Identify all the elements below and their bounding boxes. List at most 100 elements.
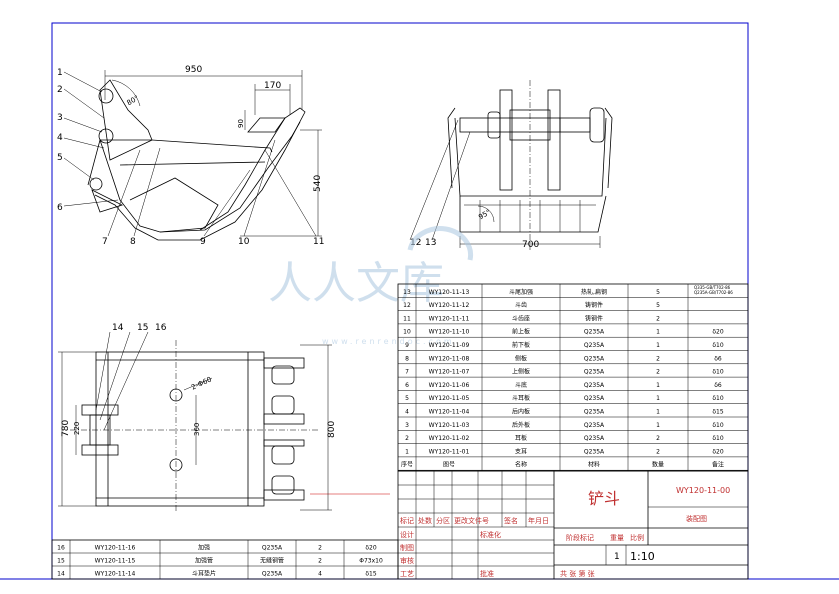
table-cell: 8	[405, 355, 409, 362]
sign-check: 审核	[400, 556, 414, 565]
callout-14: 14	[112, 323, 124, 333]
table-cell: Q235A	[584, 409, 605, 416]
table-cell: WY120-11-03	[429, 422, 470, 429]
table-cell: 11	[403, 315, 411, 322]
table-cell: 2	[656, 315, 660, 322]
dim-2-phi60: 2-Φ60	[190, 375, 213, 391]
table-cell: WY120-11-12	[429, 302, 470, 309]
dim-90: 90	[237, 119, 245, 128]
rev-zone: 分区	[436, 516, 450, 525]
drawing-title: 铲斗	[588, 489, 620, 508]
watermark-text: 人人文库	[268, 258, 444, 309]
callout-16: 16	[155, 323, 167, 333]
table-cell: δ20	[712, 329, 723, 336]
table-cell: Q235A	[584, 382, 605, 389]
table-cell: 后内板	[512, 408, 530, 416]
callout-12: 12	[410, 238, 421, 248]
callout-15: 15	[137, 323, 148, 333]
table-header: 序号图号名称材料数量备注	[401, 461, 724, 469]
table-cell: δ20	[712, 448, 723, 455]
table-cell: 上侧板	[512, 368, 530, 376]
table-cell: 耳板	[515, 434, 527, 442]
table-cell: δ10	[712, 422, 723, 429]
scale-label: 比例	[630, 533, 644, 542]
table-cell: δ6	[714, 355, 722, 362]
callout-7: 7	[102, 237, 108, 247]
dim-360: 360	[193, 423, 201, 436]
sign-standard: 标准化	[480, 530, 501, 539]
sheet-count: 共 张 第 张	[560, 569, 595, 578]
table-cell: 2	[656, 435, 660, 442]
table-cell: 1	[656, 422, 660, 429]
table-cell: Q235A	[584, 369, 605, 376]
dim-950: 950	[185, 65, 202, 75]
table-cell: 16	[57, 545, 65, 552]
rev-count: 处数	[418, 516, 432, 525]
table-cell: 1	[656, 329, 660, 336]
table-cell: WY120-11-09	[429, 342, 470, 349]
table-cell: δ10	[712, 435, 723, 442]
table-cell: Q235A	[584, 448, 605, 455]
table-cell: 加强	[198, 544, 210, 552]
table-cell: 名称	[515, 461, 527, 469]
table-cell: δ10	[712, 342, 723, 349]
table-cell: 斗尾加强	[509, 288, 533, 296]
dim-700: 700	[522, 240, 539, 250]
table-cell: 侧板	[515, 354, 527, 362]
weight-label: 重量	[610, 534, 624, 542]
callout-11: 11	[313, 237, 324, 247]
table-cell: 热轧,扁钢	[581, 288, 607, 296]
table-cell: Q235A	[262, 571, 283, 578]
table-cell: 13	[403, 289, 411, 296]
table-cell: 14	[57, 571, 65, 578]
drawing-type: 装配图	[686, 514, 707, 523]
dim-angle-95: 95°	[477, 208, 492, 221]
callout-3: 3	[57, 113, 63, 123]
table-cell: 5	[405, 395, 409, 402]
table-cell: WY120-11-15	[95, 558, 136, 565]
table-cell: WY120-11-10	[429, 329, 470, 336]
table-cell: δ15	[712, 409, 723, 416]
table-cell: 斗耳板	[512, 394, 530, 402]
sign-design: 设计	[400, 530, 414, 539]
dim-170: 170	[264, 81, 281, 91]
table-cell: 7	[405, 369, 409, 376]
table-cell: 2	[656, 355, 660, 362]
sign-approve: 批准	[480, 569, 494, 578]
top-view: 2-Φ60 360 780 220 800 14	[58, 323, 390, 512]
callout-4: 4	[57, 133, 63, 143]
table-cell: WY120-11-04	[429, 409, 470, 416]
callout-2: 2	[57, 85, 63, 95]
table-cell: 15	[57, 558, 65, 565]
table-cell: Q235A	[584, 355, 605, 362]
table-cell: 数量	[652, 461, 664, 469]
dim-800: 800	[327, 421, 337, 438]
table-cell: 1	[405, 448, 409, 455]
side-view: 95° 700 12 13	[409, 80, 613, 250]
table-cell: 前上板	[512, 328, 530, 336]
table-cell: 支耳	[515, 447, 527, 455]
table-cell-note: Q235A-GB/T702-86	[694, 290, 733, 295]
rev-mark: 标记	[400, 516, 414, 525]
rev-date: 年月日	[528, 516, 549, 525]
table-cell: 5	[656, 289, 660, 296]
table-cell: 2	[318, 545, 322, 552]
front-view: 950 170 90 540 80°	[57, 65, 324, 247]
table-cell: WY120-11-14	[95, 571, 136, 578]
table-cell: Q235A	[262, 545, 283, 552]
qty-value: 1	[614, 552, 620, 562]
stage-label: 阶段标记	[566, 533, 594, 542]
table-cell: 12	[403, 302, 411, 309]
table-cell: Q235A	[584, 435, 605, 442]
